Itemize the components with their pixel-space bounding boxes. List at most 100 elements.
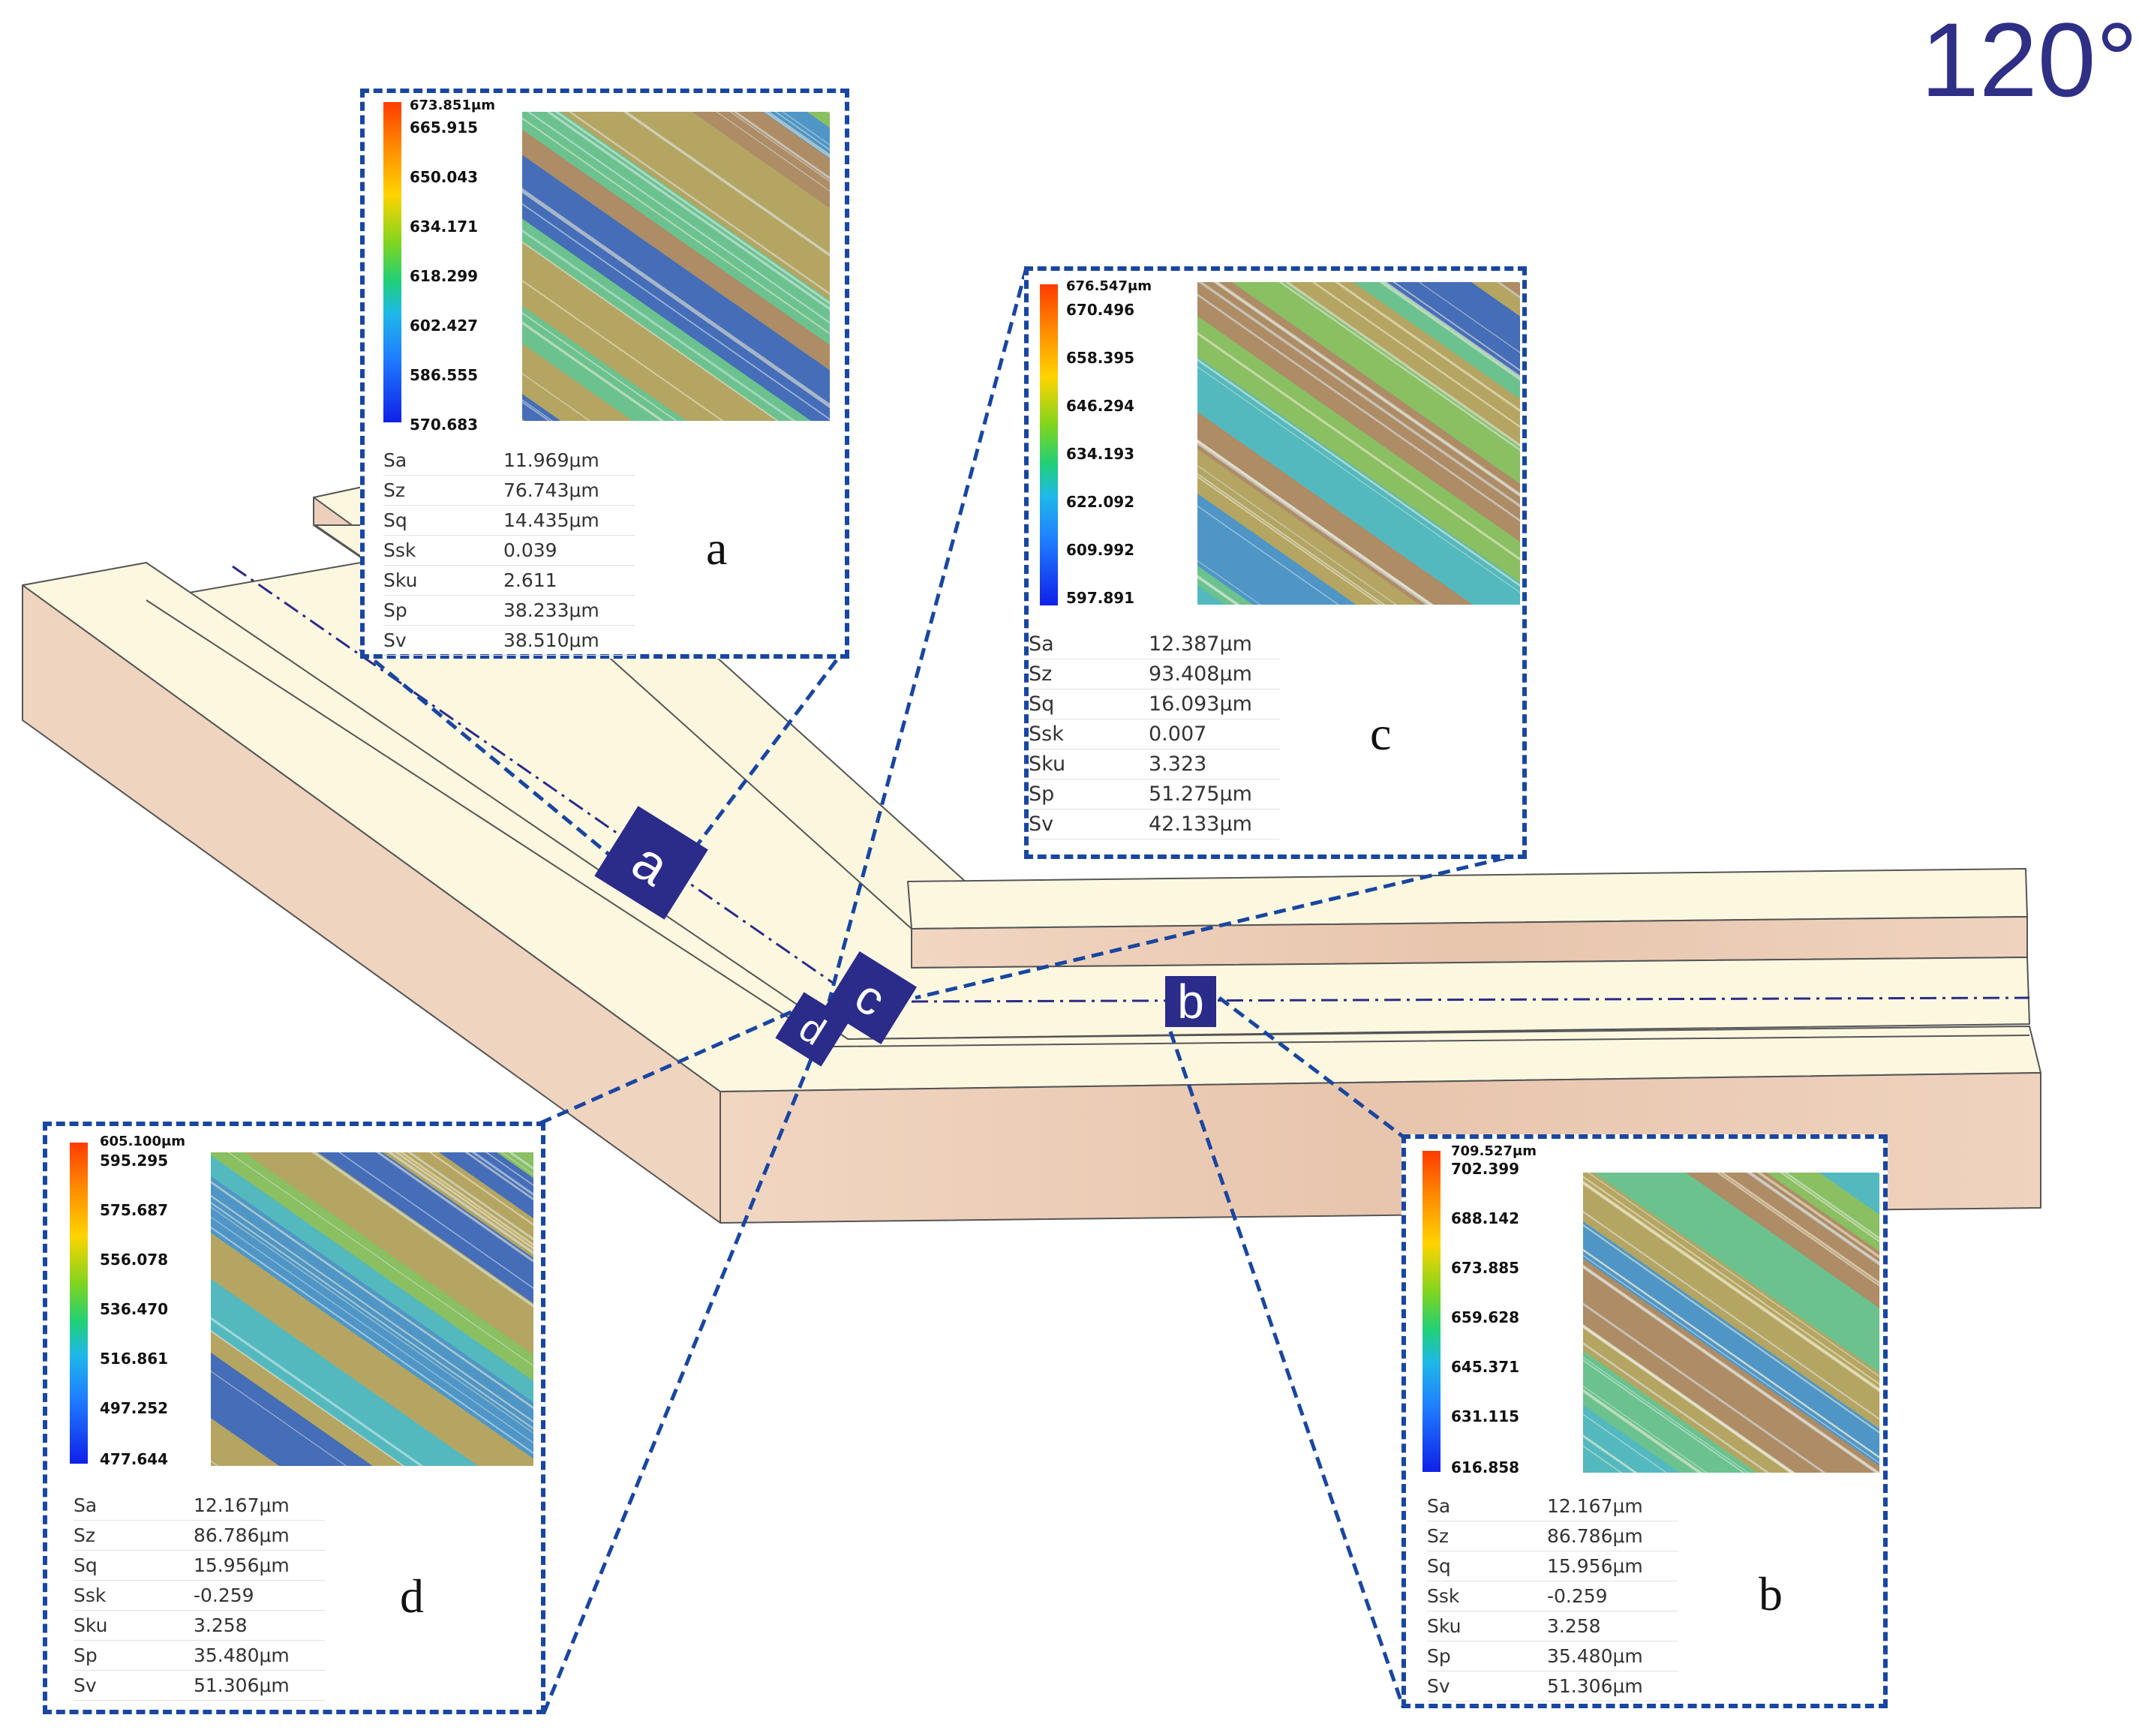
param-name: Sq xyxy=(1029,689,1149,719)
param-name: Sp xyxy=(74,1640,194,1671)
param-value: 51.306μm xyxy=(1547,1671,1678,1701)
surface-height-map xyxy=(211,1152,533,1466)
marker-b-label: b xyxy=(1177,975,1204,1029)
param-name: Sv xyxy=(1029,809,1149,839)
param-name: Sp xyxy=(383,595,503,626)
param-value: 51.306μm xyxy=(194,1670,325,1701)
colorbar xyxy=(1422,1151,1441,1472)
colorbar-tick: 575.687 xyxy=(100,1201,169,1219)
colorbar-tick: 646.294 xyxy=(1066,397,1135,415)
colorbar-tick: 670.496 xyxy=(1066,301,1135,319)
param-value: 12.167μm xyxy=(1547,1491,1678,1521)
colorbar-tick: 634.171 xyxy=(410,218,479,236)
param-value: 3.323 xyxy=(1149,749,1280,779)
param-name: Ssk xyxy=(1427,1581,1547,1611)
panel-letter: d xyxy=(400,1569,424,1623)
colorbar-max: 676.547μm xyxy=(1066,278,1152,294)
colorbar-tick: 650.043 xyxy=(410,168,479,186)
panel-letter: b xyxy=(1759,1567,1783,1620)
param-value: 0.007 xyxy=(1149,719,1280,749)
param-name: Sa xyxy=(1029,629,1149,659)
connector-c-2 xyxy=(915,851,1524,1000)
colorbar-tick: 497.252 xyxy=(100,1399,169,1417)
param-value: 42.133μm xyxy=(1149,809,1280,839)
param-name: Sq xyxy=(74,1550,194,1581)
param-name: Sa xyxy=(74,1491,194,1521)
colorbar-tick: 622.092 xyxy=(1066,493,1135,511)
connector-a-2 xyxy=(674,644,849,876)
panel-letter: a xyxy=(706,521,728,575)
param-value: 12.387μm xyxy=(1149,629,1280,659)
surface-height-map xyxy=(1583,1173,1879,1473)
param-name: Ssk xyxy=(1029,719,1149,749)
param-name: Sa xyxy=(1427,1491,1547,1521)
colorbar-tick: 516.861 xyxy=(100,1350,169,1368)
param-value: 86.786μm xyxy=(1547,1521,1678,1551)
panel-letter: c xyxy=(1370,707,1392,760)
param-name: Sv xyxy=(383,625,503,656)
marker-b[interactable]: b xyxy=(1165,975,1216,1029)
connector-c-1 xyxy=(827,267,1029,1002)
param-value: 86.786μm xyxy=(194,1520,325,1551)
colorbar xyxy=(383,102,401,422)
colorbar-max: 605.100μm xyxy=(100,1134,185,1149)
param-name: Sa xyxy=(383,446,503,476)
param-name: Sz xyxy=(74,1520,194,1551)
colorbar-tick: 618.299 xyxy=(410,267,479,285)
connector-b-1 xyxy=(1218,996,1404,1138)
param-name: Ssk xyxy=(383,535,503,566)
colorbar-tick: 634.193 xyxy=(1066,445,1135,463)
connector-d-1 xyxy=(539,1003,808,1125)
colorbar-tick: 595.295 xyxy=(100,1152,169,1170)
colorbar-tick: 597.891 xyxy=(1066,589,1135,607)
marker-d[interactable]: d xyxy=(775,992,850,1067)
param-name: Sq xyxy=(383,505,503,536)
colorbar-tick: 602.427 xyxy=(410,317,479,335)
param-value: 38.233μm xyxy=(503,595,635,626)
param-value: 14.435μm xyxy=(503,505,635,536)
param-value: 93.408μm xyxy=(1149,659,1280,689)
angle-label: 120° xyxy=(1921,1,2138,119)
colorbar-tick: 673.885 xyxy=(1451,1259,1520,1277)
surface-height-map xyxy=(1197,282,1520,605)
panel-c: 676.547μm 670.496 658.395 646.294 634.19… xyxy=(1024,266,1527,859)
panel-b: 709.527μm 702.399 688.142 673.885 659.62… xyxy=(1401,1134,1888,1708)
param-value: 3.258 xyxy=(194,1610,325,1641)
param-name: Sz xyxy=(1427,1521,1547,1551)
param-name: Sku xyxy=(383,565,503,596)
centerline-horizontal xyxy=(911,996,2030,1003)
colorbar xyxy=(1040,284,1058,605)
param-name: Sku xyxy=(1029,749,1149,779)
colorbar-tick: 665.915 xyxy=(410,119,479,137)
param-value: 11.969μm xyxy=(503,446,635,476)
marker-a[interactable]: a xyxy=(594,806,708,920)
param-name: Sp xyxy=(1427,1641,1547,1671)
colorbar-tick: 631.115 xyxy=(1451,1407,1520,1425)
colorbar-tick: 536.470 xyxy=(100,1300,169,1318)
param-name: Sz xyxy=(383,475,503,506)
colorbar-max: 709.527μm xyxy=(1451,1143,1537,1159)
colorbar-max: 673.851μm xyxy=(410,98,495,113)
colorbar xyxy=(70,1143,88,1464)
param-name: Sv xyxy=(1427,1671,1547,1701)
colorbar-tick: 659.628 xyxy=(1451,1308,1520,1326)
colorbar-tick: 477.644 xyxy=(100,1450,169,1468)
param-value: 35.480μm xyxy=(194,1640,325,1671)
surface-height-map xyxy=(522,112,830,421)
param-value: 15.956μm xyxy=(194,1550,325,1581)
param-name: Ssk xyxy=(74,1580,194,1611)
panel-d: 605.100μm 595.295 575.687 556.078 536.47… xyxy=(43,1122,545,1714)
param-value: 15.956μm xyxy=(1547,1551,1678,1581)
param-value: 2.611 xyxy=(503,565,635,596)
param-name: Sq xyxy=(1427,1551,1547,1581)
colorbar-tick: 586.555 xyxy=(410,366,479,384)
colorbar-tick: 658.395 xyxy=(1066,349,1135,367)
param-value: 51.275μm xyxy=(1149,779,1280,809)
param-name: Sku xyxy=(74,1610,194,1641)
param-value: 76.743μm xyxy=(503,475,635,506)
param-value: -0.259 xyxy=(194,1580,325,1611)
connector-b-2 xyxy=(1168,1031,1405,1707)
